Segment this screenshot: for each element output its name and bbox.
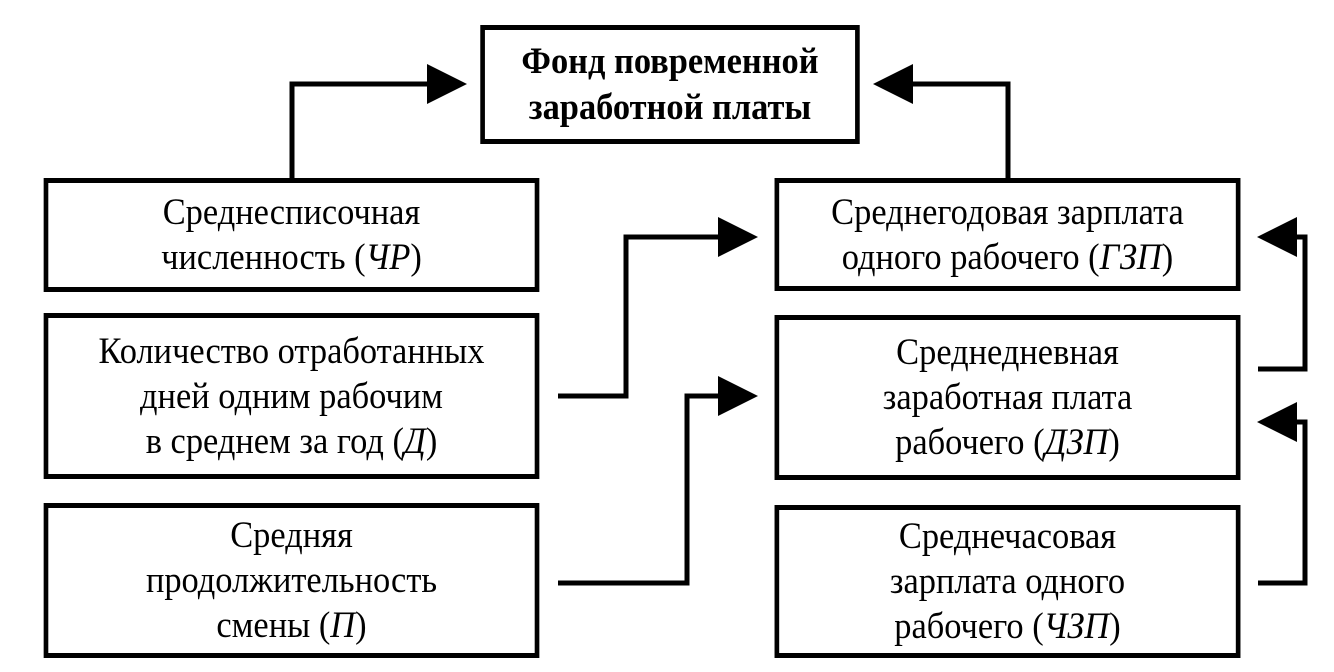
node-abbr: ЧЗП [1043, 606, 1110, 647]
node-line-text: рабочего [894, 606, 1024, 647]
node-line: зарплата одного [889, 561, 1126, 602]
node-abbr: ДЗП [1044, 422, 1109, 463]
node-line: смены (П) [216, 605, 367, 646]
node-hourly-wage: Среднечасовая зарплата одного рабочего (… [774, 505, 1241, 658]
node-days-worked: Количество отработанных дней одним рабоч… [43, 313, 540, 479]
edge-gzp-to-title [873, 64, 1011, 178]
node-line: Среднечасовая [898, 516, 1117, 557]
node-abbr: ГЗП [1099, 236, 1162, 278]
node-line: дней одним рабочим [140, 375, 443, 417]
node-line-text: численность [161, 237, 346, 278]
node-abbr: Д [403, 420, 426, 462]
node-shift-length: Средняя продолжительность смены (П) [43, 503, 540, 658]
node-line: продолжительность [145, 560, 438, 601]
node-avg-headcount: Среднесписочная численность (ЧР) [43, 178, 540, 292]
node-line: численность (ЧР) [161, 237, 422, 278]
node-line: заработной платы [528, 86, 812, 128]
node-line: Средняя [230, 515, 353, 556]
edge-d-to-gzp [558, 217, 758, 399]
node-line-text: смены [216, 605, 311, 646]
node-line: Фонд повременной [521, 40, 819, 82]
node-line: рабочего (ДЗП) [895, 422, 1120, 463]
node-annual-wage: Среднегодовая зарплата одного рабочего (… [774, 178, 1241, 291]
node-line-text: в среднем за год [145, 420, 384, 462]
node-abbr: ЧР [365, 237, 411, 278]
node-line: Среднегодовая зарплата [831, 191, 1184, 233]
node-line: Среднесписочная [162, 192, 421, 233]
edge-p-to-dzp [558, 376, 758, 586]
edge-dzp-to-gzp [1257, 217, 1308, 372]
edge-chr-to-title [289, 64, 467, 178]
node-payroll-fund: Фонд повременной заработной платы [480, 25, 860, 144]
node-line: одного рабочего (ГЗП) [841, 236, 1174, 278]
edge-chzp-to-dzp [1257, 402, 1308, 586]
node-line: в среднем за год (Д) [145, 420, 438, 462]
node-line: Среднедневная [896, 332, 1119, 373]
node-line: заработная плата [882, 377, 1133, 418]
node-line: Количество отработанных [98, 330, 485, 372]
node-daily-wage: Среднедневная заработная плата рабочего … [774, 315, 1241, 480]
node-line-text: одного рабочего [841, 236, 1080, 278]
node-line: рабочего (ЧЗП) [894, 606, 1121, 647]
node-abbr: П [330, 605, 356, 646]
node-line-text: рабочего [895, 422, 1025, 463]
